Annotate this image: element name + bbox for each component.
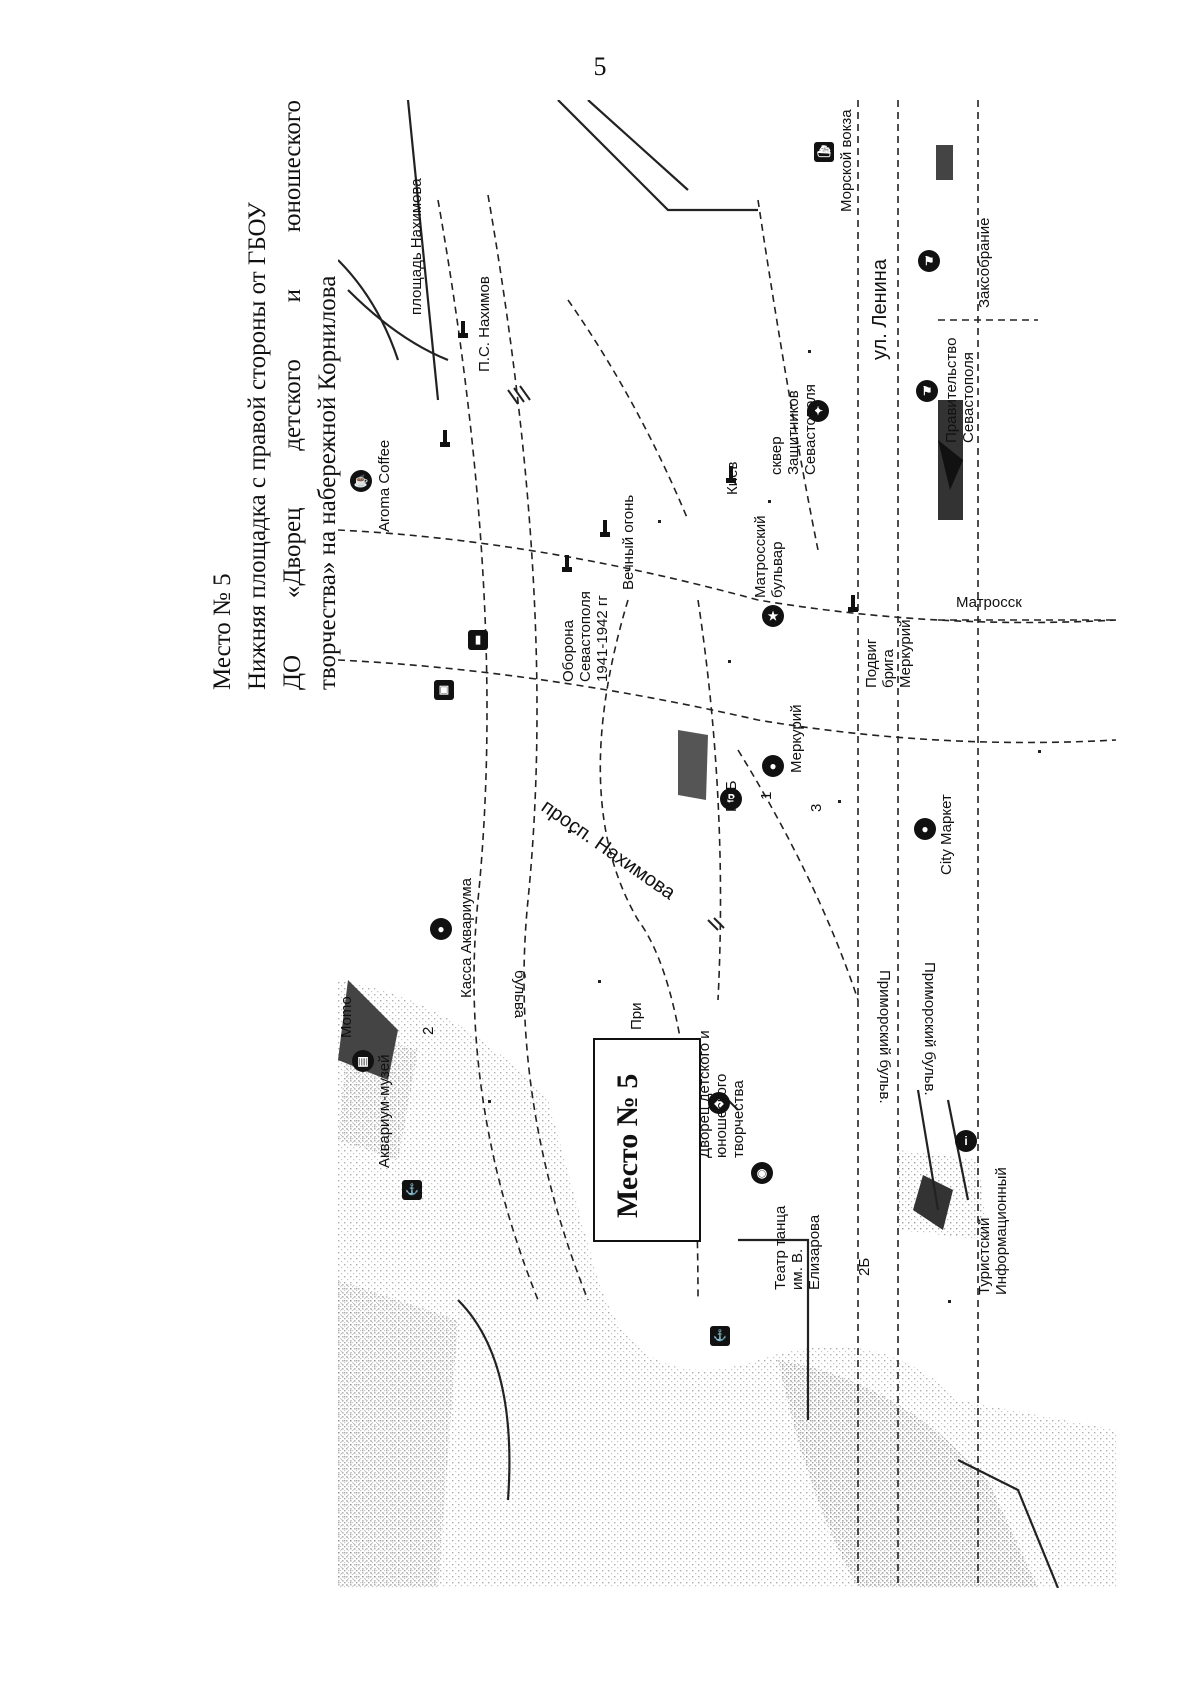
monument-icon [600, 520, 610, 538]
callout-box [593, 1038, 701, 1242]
theatre-icon[interactable]: ◉ [751, 1162, 773, 1184]
monument-icon[interactable]: ✦ [807, 400, 829, 422]
map-label-podvig: Подвиг брига Меркурий [863, 619, 914, 688]
map-label-primorsky-2: Приморский бульв. [876, 970, 893, 1104]
map-label-kassa: Касса Аквариума [458, 877, 475, 998]
map-label-matrossk2: Матросск [956, 594, 1022, 611]
heading-word: «Дворец [279, 507, 306, 599]
heading-line-3: ДО «Дворец детского и юношеского [275, 100, 310, 690]
map-label-bulva: бульва [511, 970, 528, 1019]
document-heading: Место № 5 Нижняя площадка с правой сторо… [205, 100, 341, 690]
monument-icon [726, 466, 736, 484]
location-callout: Место № 5 [593, 1038, 701, 1243]
map-label-momo: Momo [338, 996, 355, 1038]
map-image: ☕ ✦ ★ ● ₽ ● ● ▥ ◆ ◉ i ⚑ ⚑ ⛴ ▣ ⚓ ⚓ ▮ площ… [338, 100, 1116, 1588]
map-label-num-3: 3 [808, 803, 825, 812]
page-number: 5 [593, 52, 607, 81]
map-label-num-2: 2 [420, 1026, 437, 1035]
map-label-nakhimov: П.С. Нахимов [476, 276, 493, 372]
map-label-ploshchad: площадь Нахимова [408, 178, 425, 315]
map-label-lenina: ул. Ленина [869, 259, 891, 360]
map-label-aroma: Aroma Coffee [376, 439, 393, 532]
shop-icon[interactable]: ● [914, 818, 936, 840]
pier-icon[interactable]: ⚓ [402, 1180, 422, 1200]
map-label-merkuriy: Меркурий [788, 704, 805, 773]
map-label-num-1: 1 [758, 791, 775, 800]
map-label-pravitelstvo: Правительство Севастополя [943, 337, 977, 443]
ferry-icon[interactable]: ⛴ [814, 142, 834, 162]
heading-word: ДО [279, 654, 306, 690]
museum-icon[interactable]: ▥ [352, 1050, 374, 1072]
map-label-turist: Туристский Информационный [976, 1167, 1010, 1295]
map-label-primorsky-1: Приморский бульв. [921, 962, 938, 1096]
map-label-oborona: Оборона Севастополя 1941-1942 гг [560, 591, 611, 682]
map-label-num-2b: 2Б [856, 1257, 873, 1276]
government-icon[interactable]: ⚑ [916, 380, 938, 402]
monument-icon [562, 555, 572, 573]
monument-icon [848, 595, 858, 613]
heading-line-2: Нижняя площадка с правой стороны от ГБОУ [244, 202, 271, 690]
map-label-zaksobranie: Заксобрание [976, 217, 993, 308]
map-label-matrosskiy: Матросский бульвар [752, 515, 786, 598]
map-label-psb: ПСБ [723, 780, 740, 812]
map-label-akvarium: Аквариум-музей [376, 1054, 393, 1168]
food-icon[interactable]: ● [762, 755, 784, 777]
callout-label: Место № 5 [611, 1073, 644, 1218]
bus-stop-icon[interactable]: ▣ [434, 680, 454, 700]
heading-word: юношеского [279, 100, 306, 233]
star-icon[interactable]: ★ [762, 605, 784, 627]
heading-line-1: Место № 5 [209, 573, 236, 690]
cafe-icon[interactable]: ☕ [350, 470, 372, 492]
school-icon[interactable]: ◆ [708, 1092, 730, 1114]
info-icon[interactable]: i [955, 1130, 977, 1152]
map-label-vechny: Вечный огонь [620, 494, 637, 590]
map-linework [338, 100, 1116, 1588]
map-label-dvorets: Дворец детского и юношеского творчества [696, 1030, 747, 1158]
ticket-icon[interactable]: ● [430, 918, 452, 940]
pier-icon[interactable]: ⚓ [710, 1326, 730, 1346]
map-label-morskoy: Морской вокза [838, 109, 855, 212]
map-label-teatr: Театр танца им. В. Елизарова [772, 1205, 823, 1290]
monument-icon [440, 430, 450, 448]
map-label-kiev: Киев [724, 461, 741, 495]
government-icon[interactable]: ⚑ [918, 250, 940, 272]
map-label-city-market: City Маркет [938, 794, 955, 875]
monument-icon [458, 321, 468, 339]
bank-icon[interactable]: ₽ [720, 788, 742, 810]
heading-word: детского [279, 359, 306, 451]
heading-word: и [279, 288, 306, 303]
map-label-skver: сквер Защитников Севастополя [768, 384, 819, 475]
transit-icon[interactable]: ▮ [468, 630, 488, 650]
map-label-prim-short: При [628, 1002, 645, 1030]
